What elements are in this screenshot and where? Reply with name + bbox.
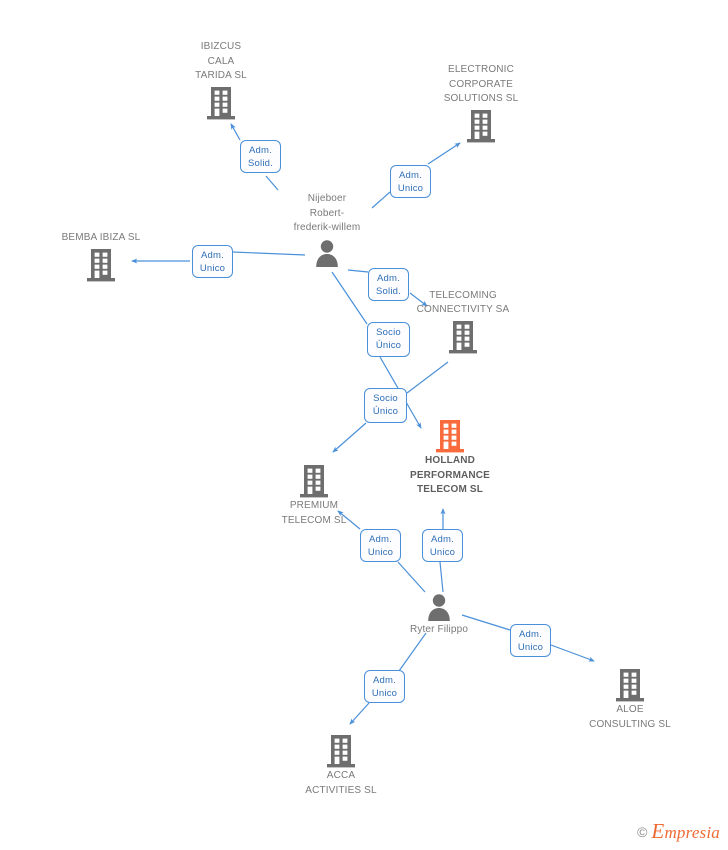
relation-label-rel-ryter-holland[interactable]: Adm. Unico xyxy=(422,529,463,562)
relation-label-rel-nijeboer-electronic[interactable]: Adm. Unico xyxy=(390,165,431,198)
relation-label-rel-ryter-aloe[interactable]: Adm. Unico xyxy=(510,624,551,657)
node-label: BEMBA IBIZA SL xyxy=(61,232,141,244)
building-icon xyxy=(385,419,515,453)
node-label: ELECTRONIC CORPORATE SOLUTIONS SL xyxy=(443,64,519,105)
relation-label-rel-nijeboer-premium[interactable]: Socio Único xyxy=(367,322,410,357)
node-label: HOLLAND PERFORMANCE TELECOM SL xyxy=(410,455,490,496)
building-icon xyxy=(36,248,166,282)
relation-label-rel-telecoming-holland[interactable]: Socio Único xyxy=(364,388,407,423)
building-icon xyxy=(327,735,355,768)
building-icon xyxy=(249,464,379,498)
node-label: ALOE CONSULTING SL xyxy=(589,704,671,730)
empresia-logo-text: Empresia xyxy=(651,819,720,844)
node-electronic_corporate[interactable]: ELECTRONIC CORPORATE SOLUTIONS SL xyxy=(416,63,546,143)
node-label: TELECOMING CONNECTIVITY SA xyxy=(416,289,510,316)
person-icon xyxy=(374,592,504,622)
node-label: Ryter Filippo xyxy=(409,624,469,635)
empresia-watermark: © Empresia xyxy=(637,819,720,844)
relation-label-rel-nijeboer-bemba[interactable]: Adm. Unico xyxy=(192,245,233,278)
relation-label-rel-nijeboer-telecoming[interactable]: Adm. Solid. xyxy=(368,268,409,301)
building-icon xyxy=(565,668,695,702)
building-icon xyxy=(398,320,528,354)
building-icon xyxy=(449,320,477,354)
node-telecoming[interactable]: TELECOMING CONNECTIVITY SA xyxy=(398,289,528,354)
building-icon xyxy=(436,420,464,453)
node-nijeboer[interactable]: Nijeboer Robert- frederik-willem xyxy=(262,192,392,268)
building-icon xyxy=(276,734,406,768)
building-icon xyxy=(207,86,235,120)
node-bemba[interactable]: BEMBA IBIZA SL xyxy=(36,231,166,282)
node-ryter[interactable]: Ryter Filippo xyxy=(374,592,504,638)
node-premium[interactable]: PREMIUM TELECOM SL xyxy=(249,464,379,528)
person-icon xyxy=(316,240,338,267)
building-icon xyxy=(416,109,546,143)
node-label: Nijeboer Robert- frederik-willem xyxy=(293,193,361,234)
empresia-logo-rest: mpresia xyxy=(664,823,720,842)
node-holland[interactable]: HOLLAND PERFORMANCE TELECOM SL xyxy=(385,419,515,498)
relation-label-rel-nijeboer-ibizcus[interactable]: Adm. Solid. xyxy=(240,140,281,173)
node-aloe[interactable]: ALOE CONSULTING SL xyxy=(565,668,695,732)
person-icon xyxy=(262,238,392,268)
building-icon xyxy=(156,86,286,120)
relation-label-rel-ryter-premium[interactable]: Adm. Unico xyxy=(360,529,401,562)
building-icon xyxy=(616,669,644,702)
building-icon xyxy=(467,109,495,143)
person-icon xyxy=(428,594,450,621)
node-label: PREMIUM TELECOM SL xyxy=(281,500,347,526)
copyright-icon: © xyxy=(637,823,648,840)
building-icon xyxy=(300,465,328,498)
relation-label-rel-ryter-acca[interactable]: Adm. Unico xyxy=(364,670,405,703)
node-acca[interactable]: ACCA ACTIVITIES SL xyxy=(276,734,406,798)
node-ibizcus[interactable]: IBIZCUS CALA TARIDA SL xyxy=(156,40,286,120)
node-label: ACCA ACTIVITIES SL xyxy=(305,770,377,796)
empresia-logo-initial: E xyxy=(651,819,665,843)
node-label: IBIZCUS CALA TARIDA SL xyxy=(195,41,247,82)
building-icon xyxy=(87,248,115,282)
